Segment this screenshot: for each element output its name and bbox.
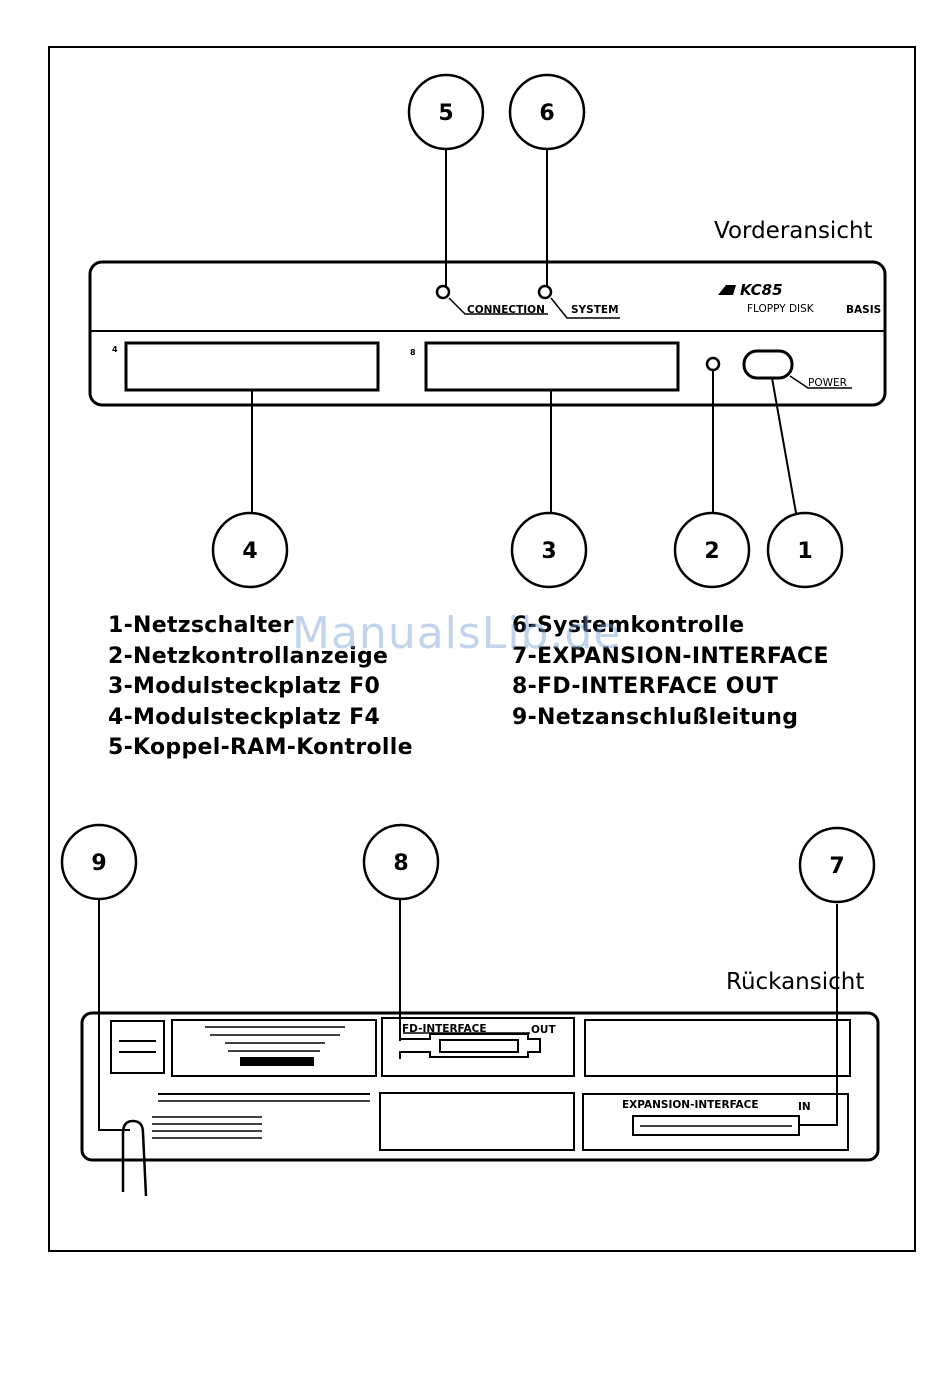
legend-item-9: 9-Netzanschlußleitung xyxy=(512,704,799,730)
power-led xyxy=(705,356,721,372)
in-label: IN xyxy=(798,1101,811,1113)
rear-panel xyxy=(80,1011,880,1197)
system-led xyxy=(537,284,553,300)
module-slot-f4 xyxy=(124,341,380,392)
front-panel xyxy=(88,260,887,407)
callout-8-circle xyxy=(362,823,440,901)
legend-item-1: 1-Netzschalter xyxy=(108,613,294,638)
callout-4-circle xyxy=(211,511,289,589)
callout-5-circle xyxy=(407,73,485,151)
front-view-title: Vorderansicht xyxy=(714,218,873,244)
callout-8-label: 8 xyxy=(393,851,408,876)
system-label: SYSTEM xyxy=(571,304,619,316)
connection-led xyxy=(435,284,451,300)
callout-2-label: 2 xyxy=(704,539,719,564)
callout-6-label: 6 xyxy=(539,101,554,126)
legend-item-6: 6-Systemkontrolle xyxy=(512,613,745,638)
legend-item-4: 4-Modulsteckplatz F4 xyxy=(108,704,381,730)
fd-interface-label: FD-INTERFACE xyxy=(402,1023,487,1035)
callout-6-circle xyxy=(508,73,586,151)
variant-label: BASIS xyxy=(846,304,881,316)
expansion-interface-label: EXPANSION-INTERFACE xyxy=(622,1099,759,1111)
callout-1-circle xyxy=(766,511,844,589)
legend-left: 1-Netzschalter 2-Netzkontrollanzeige 3-M… xyxy=(108,611,413,764)
callout-3-label: 3 xyxy=(541,539,556,564)
callout-4-label: 4 xyxy=(242,539,257,564)
callout-7-label: 7 xyxy=(829,854,844,879)
legend-item-7: 7-EXPANSION-INTERFACE xyxy=(512,643,829,669)
fd-interface-section xyxy=(381,1017,575,1077)
slot-right-number: 8 xyxy=(410,348,416,357)
product-label: FLOPPY DISK xyxy=(747,303,815,315)
callout-7-circle xyxy=(798,826,876,904)
callout-3-circle xyxy=(510,511,588,589)
legend-item-2: 2-Netzkontrollanzeige xyxy=(108,643,389,669)
out-label: OUT xyxy=(531,1024,556,1036)
callout-2-circle xyxy=(673,511,751,589)
page-frame xyxy=(48,46,916,1252)
watermark: ManualsLib.de xyxy=(292,608,622,659)
power-switch xyxy=(742,349,794,380)
fd-interface-connector xyxy=(439,1039,519,1053)
legend-item-8: 8-FD-INTERFACE OUT xyxy=(512,674,779,699)
expansion-interface-section xyxy=(582,1093,849,1151)
leader-lines xyxy=(98,150,838,1131)
legend-right: 6-Systemkontrolle 7-EXPANSION-INTERFACE … xyxy=(512,611,829,733)
legend-item-5: 5-Koppel-RAM-Kontrolle xyxy=(108,735,413,760)
power-label: POWER xyxy=(808,377,847,389)
module-slot-f0 xyxy=(424,341,680,392)
callout-9-circle xyxy=(60,823,138,901)
callout-5-label: 5 xyxy=(438,101,453,126)
callout-1-label: 1 xyxy=(797,539,812,564)
rear-view-title: Rückansicht xyxy=(726,969,865,995)
slot-left-number: 4 xyxy=(112,345,118,354)
connection-label: CONNECTION xyxy=(467,304,545,316)
legend-item-3: 3-Modulsteckplatz F0 xyxy=(108,674,381,699)
brand-label: KC85 xyxy=(740,281,783,299)
callout-9-label: 9 xyxy=(91,851,106,876)
type-plate xyxy=(171,1019,377,1077)
power-cable xyxy=(121,1119,148,1197)
